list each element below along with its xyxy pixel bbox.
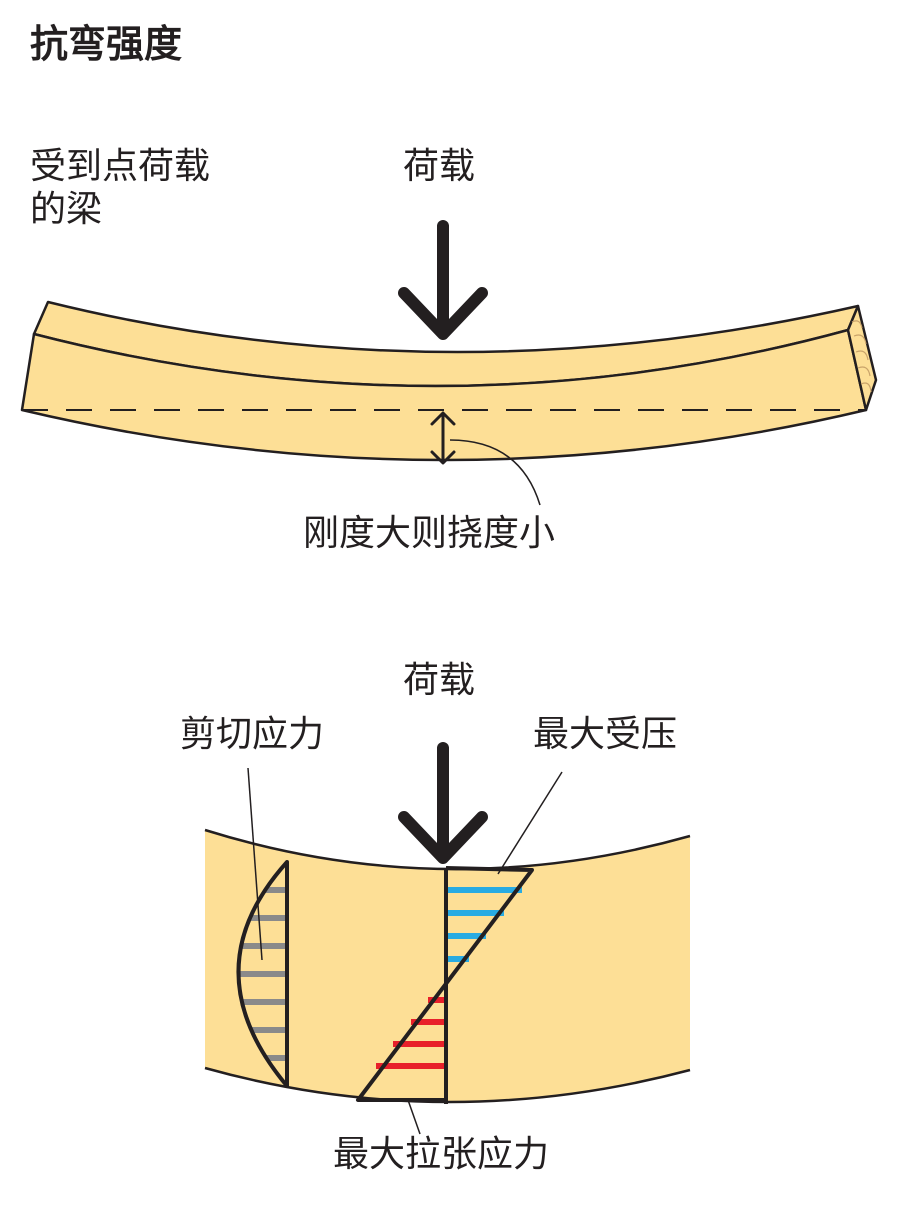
arrow-down-icon xyxy=(398,220,488,340)
shear-stress-label: 剪切应力 xyxy=(180,714,325,755)
deflection-leader-line xyxy=(449,439,541,506)
load-label-bottom: 荷载 xyxy=(403,660,476,701)
compression-leader-line xyxy=(497,771,563,875)
beam-end-face xyxy=(846,304,878,412)
deflection-label: 刚度大则挠度小 xyxy=(303,513,556,554)
max-compression-label: 最大受压 xyxy=(533,714,678,755)
shear-leader-line xyxy=(247,767,263,961)
tension-leader-line xyxy=(407,1099,421,1135)
beam-label-line1: 受到点荷载 xyxy=(30,146,211,187)
diagram-title: 抗弯强度 xyxy=(30,22,183,66)
double-arrow-vertical-icon xyxy=(430,411,456,465)
max-tension-label: 最大拉张应力 xyxy=(333,1134,550,1175)
load-label-top: 荷载 xyxy=(403,146,476,187)
bent-beam xyxy=(20,300,878,462)
beam-label-line2: 的梁 xyxy=(30,189,103,231)
bending-stress-outline xyxy=(356,866,534,1104)
beam-label: 受到点荷载 的梁 xyxy=(30,145,210,231)
wood-grain xyxy=(851,320,872,393)
arrow-down-icon xyxy=(398,742,488,864)
